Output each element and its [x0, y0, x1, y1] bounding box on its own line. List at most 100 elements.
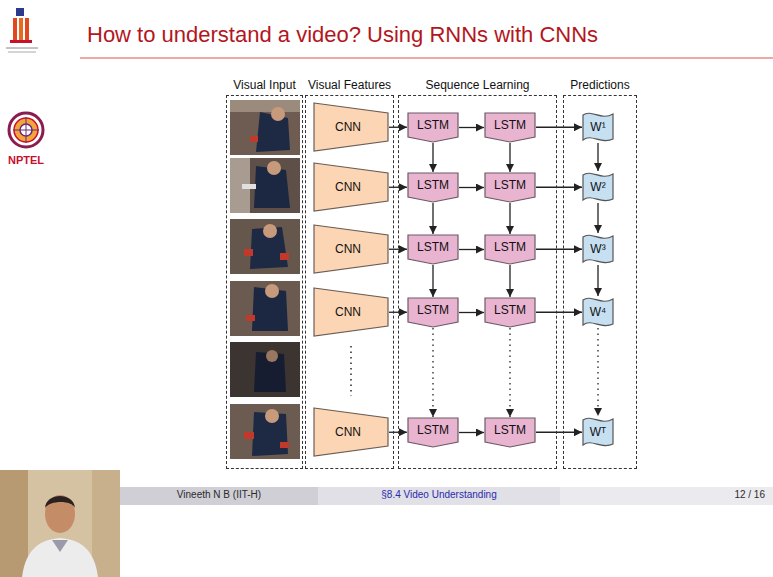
arrow-connector	[509, 265, 510, 297]
node-label: CNN	[335, 425, 361, 439]
lstm-shape	[485, 235, 535, 264]
arrow-connector	[432, 328, 433, 417]
lstm-shape	[485, 298, 535, 327]
node-label: LSTM	[417, 178, 449, 192]
arrow-connector	[536, 127, 582, 128]
node-label: LSTM	[417, 303, 449, 317]
node-label: W³	[590, 242, 605, 256]
w-shape	[583, 418, 613, 445]
node-label: Wᵀ	[590, 425, 607, 439]
cnn-block: CNN	[313, 407, 389, 457]
lstm-cell: LSTM	[407, 417, 459, 448]
footer-author: Vineeth N B (IIT-H)	[120, 489, 318, 500]
node-label: W¹	[590, 120, 605, 134]
arrow-connector	[536, 249, 582, 250]
arrow-connector	[536, 312, 582, 313]
lstm-shape	[408, 173, 458, 202]
dashed-group: Visual Input	[226, 78, 303, 469]
node-label: LSTM	[417, 423, 449, 437]
arrow-connector	[536, 432, 582, 433]
cnn-block: CNN	[313, 162, 389, 212]
node-label: LSTM	[494, 240, 526, 254]
arrow-connector	[459, 127, 484, 128]
lstm-cell: LSTM	[407, 112, 459, 143]
arrow-connector	[459, 187, 484, 188]
node-label: LSTM	[417, 240, 449, 254]
w-shape	[583, 298, 613, 325]
group-heading: Visual Input	[233, 78, 296, 92]
group-heading: Predictions	[570, 78, 629, 92]
node-label: LSTM	[494, 423, 526, 437]
node-label: CNN	[335, 305, 361, 319]
continuation-dots	[350, 346, 352, 396]
dashed-group: Visual FeaturesCNN CNN CNN CNN CNN	[305, 78, 394, 469]
prediction-word: W¹	[582, 111, 614, 143]
arrow-connector	[432, 203, 433, 234]
logo-caption: NPTEL	[6, 154, 46, 166]
lstm-cell: LSTM	[484, 297, 536, 328]
lstm-shape	[408, 113, 458, 142]
dashed-group: Sequence LearningLSTM LSTM LSTM LSTM LSTM LST…	[398, 78, 557, 469]
arrow-connector	[597, 328, 598, 416]
lstm-cell: LSTM	[484, 234, 536, 265]
w-shape	[583, 113, 613, 140]
lstm-cell: LSTM	[407, 234, 459, 265]
prediction-word: Wᵀ	[582, 416, 614, 448]
footer-bar	[120, 487, 773, 505]
arrow-connector	[459, 249, 484, 250]
nptel-logo	[9, 113, 43, 147]
slide-title: How to understand a video? Using RNNs wi…	[87, 22, 598, 48]
lstm-cell: LSTM	[407, 172, 459, 203]
group-heading: Sequence Learning	[425, 78, 529, 92]
arrow-connector	[432, 265, 433, 297]
arrow-connector	[459, 312, 484, 313]
cnn-block: CNN	[313, 224, 389, 274]
arrow-connector	[509, 203, 510, 234]
lstm-cell: LSTM	[407, 297, 459, 328]
node-label: CNN	[335, 120, 361, 134]
node-label: W⁴	[590, 305, 606, 319]
node-label: CNN	[335, 180, 361, 194]
arrow-connector	[597, 265, 598, 296]
arrow-connector	[459, 432, 484, 433]
node-label: LSTM	[494, 303, 526, 317]
cnn-shape	[314, 408, 388, 456]
prediction-word: W³	[582, 233, 614, 265]
lstm-shape	[408, 298, 458, 327]
arrow-connector	[536, 187, 582, 188]
cnn-block: CNN	[313, 287, 389, 337]
footer-section: §8.4 Video Understanding	[318, 489, 560, 500]
lstm-shape	[485, 173, 535, 202]
institute-logo	[6, 8, 38, 52]
video-frames	[230, 100, 300, 459]
cnn-block: CNN	[313, 102, 389, 152]
lstm-cell: LSTM	[484, 112, 536, 143]
arrow-connector	[597, 203, 598, 233]
group-border	[226, 95, 303, 469]
group-heading: Visual Features	[308, 78, 391, 92]
dashed-group: PredictionsW¹ W² W³ W⁴ Wᵀ	[563, 78, 637, 469]
node-label: LSTM	[494, 118, 526, 132]
lstm-cell: LSTM	[484, 172, 536, 203]
group-border	[398, 95, 557, 469]
w-shape	[583, 235, 613, 262]
group-border	[563, 95, 637, 469]
cnn-shape	[314, 225, 388, 273]
node-label: CNN	[335, 242, 361, 256]
lstm-shape	[485, 418, 535, 447]
lstm-cell: LSTM	[484, 417, 536, 448]
node-label: W²	[590, 180, 605, 194]
presenter-video	[0, 470, 120, 577]
arrow-connector	[597, 143, 598, 171]
node-label: LSTM	[417, 118, 449, 132]
page-number: 12 / 16	[560, 489, 765, 500]
arrow-connector	[509, 143, 510, 172]
prediction-word: W²	[582, 171, 614, 203]
cnn-shape	[314, 103, 388, 151]
w-shape	[583, 173, 613, 200]
arrow-connector	[509, 328, 510, 417]
node-label: LSTM	[494, 178, 526, 192]
cnn-shape	[314, 288, 388, 336]
prediction-word: W⁴	[582, 296, 614, 328]
title-rule	[80, 58, 773, 59]
